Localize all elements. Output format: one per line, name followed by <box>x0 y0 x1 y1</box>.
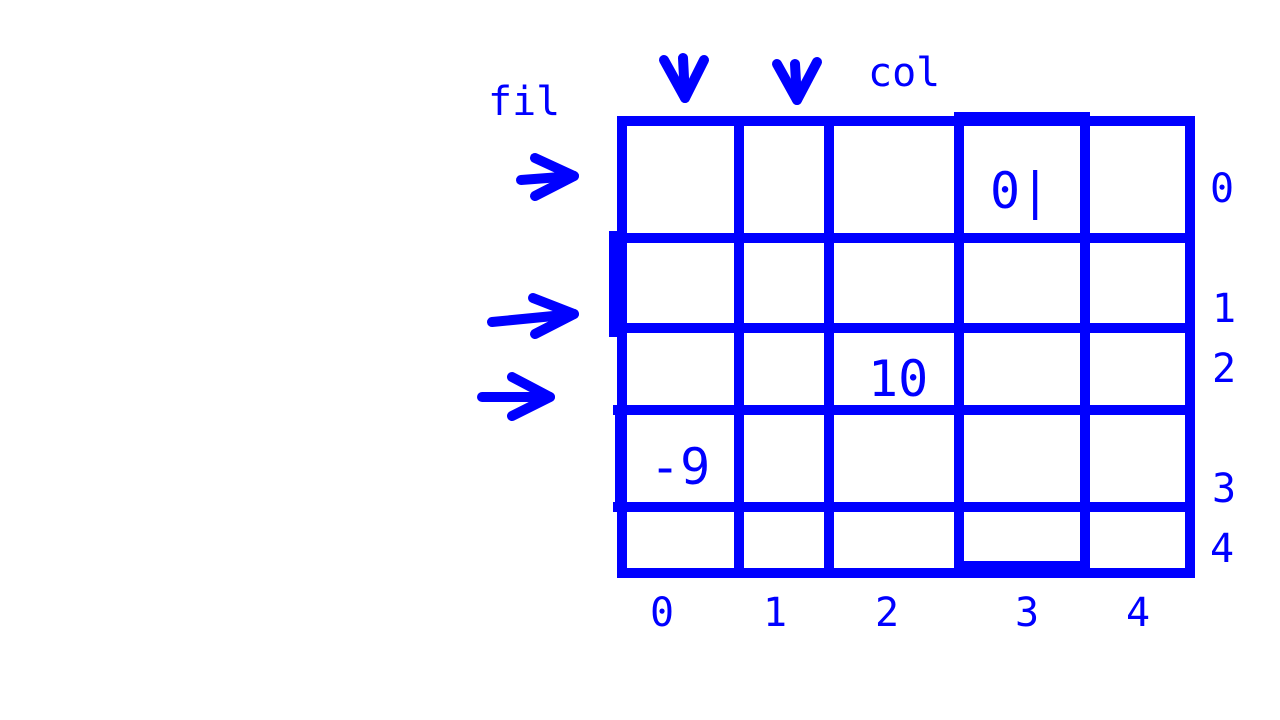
column-pointers <box>659 53 822 105</box>
row-index: 3 <box>1212 466 1236 512</box>
grid-outer-border <box>617 116 1195 578</box>
row-pointers <box>477 153 579 421</box>
right-arrow-icon <box>477 372 555 421</box>
row-index: 0 <box>1210 166 1234 212</box>
column-index: 2 <box>875 590 899 636</box>
cell-values: 0| 10 -9 <box>650 162 1050 496</box>
column-index: 4 <box>1126 590 1150 636</box>
cell-value-r0-c3: 0| <box>990 162 1050 220</box>
matrix-grid <box>609 112 1195 578</box>
cell-value-r3-c0: -9 <box>650 438 710 496</box>
row-index: 1 <box>1212 286 1236 332</box>
right-arrow-icon <box>487 293 579 339</box>
column-index: 3 <box>1015 590 1039 636</box>
column-index: 0 <box>650 590 674 636</box>
column-axis-label: col <box>868 50 940 96</box>
row-axis-label: fil <box>488 79 560 125</box>
cell-value-r2-c2: 10 <box>868 350 928 408</box>
row-index: 2 <box>1212 346 1236 392</box>
column-index: 1 <box>763 590 787 636</box>
down-arrow-icon <box>772 57 822 105</box>
row-index: 4 <box>1210 526 1234 572</box>
column-indices: 0 1 2 3 4 <box>650 590 1150 636</box>
right-arrow-icon <box>516 153 579 201</box>
row-indices: 0 1 2 3 4 <box>1210 166 1236 572</box>
down-arrow-icon <box>659 53 709 103</box>
